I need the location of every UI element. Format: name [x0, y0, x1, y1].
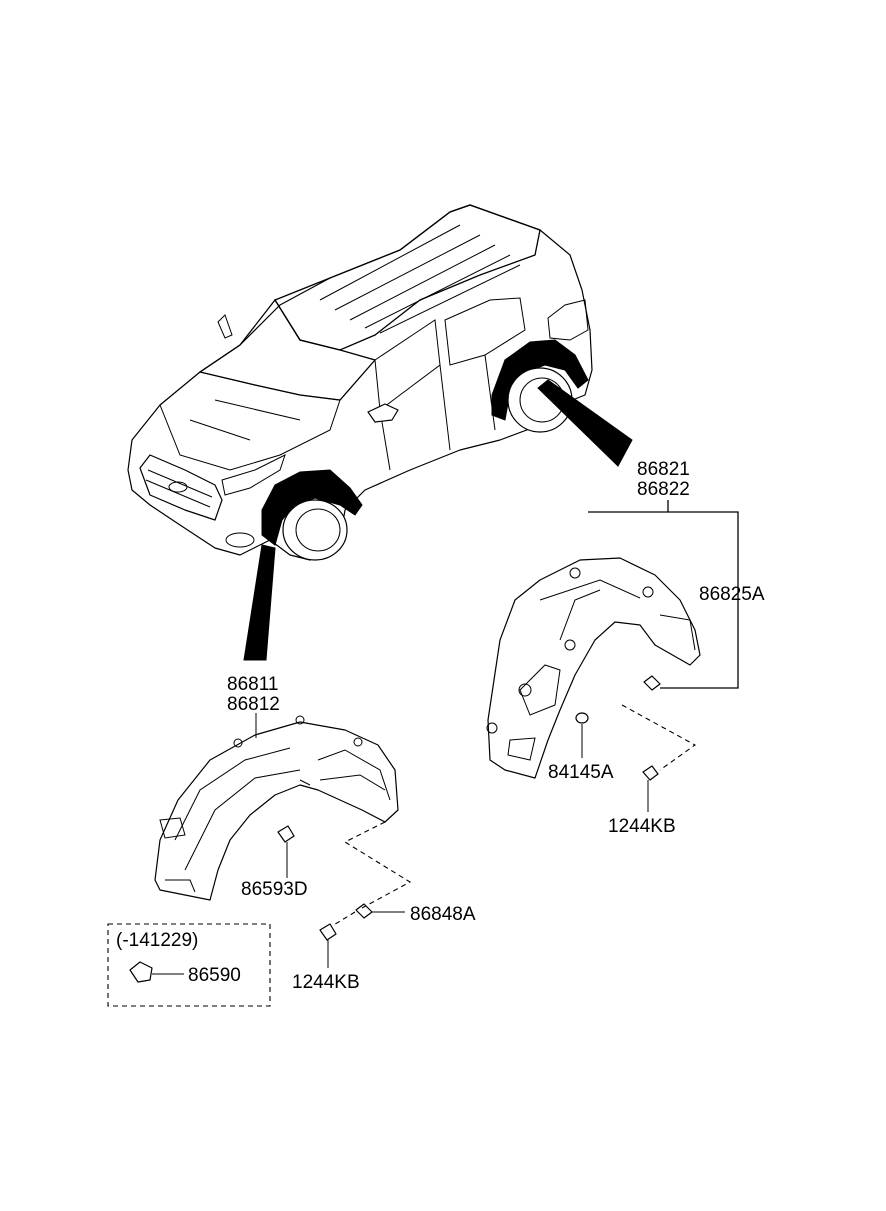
label-86590: 86590 — [188, 965, 241, 986]
front-wheel-liner — [154, 715, 412, 968]
inset-date-label: (-141229) — [116, 930, 198, 951]
label-86848A: 86848A — [410, 904, 476, 925]
label-front-1244KB: 1244KB — [292, 972, 360, 993]
label-86825A: 86825A — [699, 584, 765, 605]
label-86811: 86811 — [227, 674, 278, 695]
label-84145A: 84145A — [548, 762, 614, 783]
label-86822: 86822 — [637, 479, 690, 500]
label-86593D: 86593D — [241, 879, 308, 900]
rear-wheel-liner — [486, 500, 739, 812]
vehicle-illustration — [127, 204, 633, 661]
label-86812: 86812 — [227, 694, 280, 715]
inset-box — [107, 923, 271, 1007]
label-rear-1244KB: 1244KB — [608, 816, 676, 837]
label-86821: 86821 — [637, 459, 690, 480]
